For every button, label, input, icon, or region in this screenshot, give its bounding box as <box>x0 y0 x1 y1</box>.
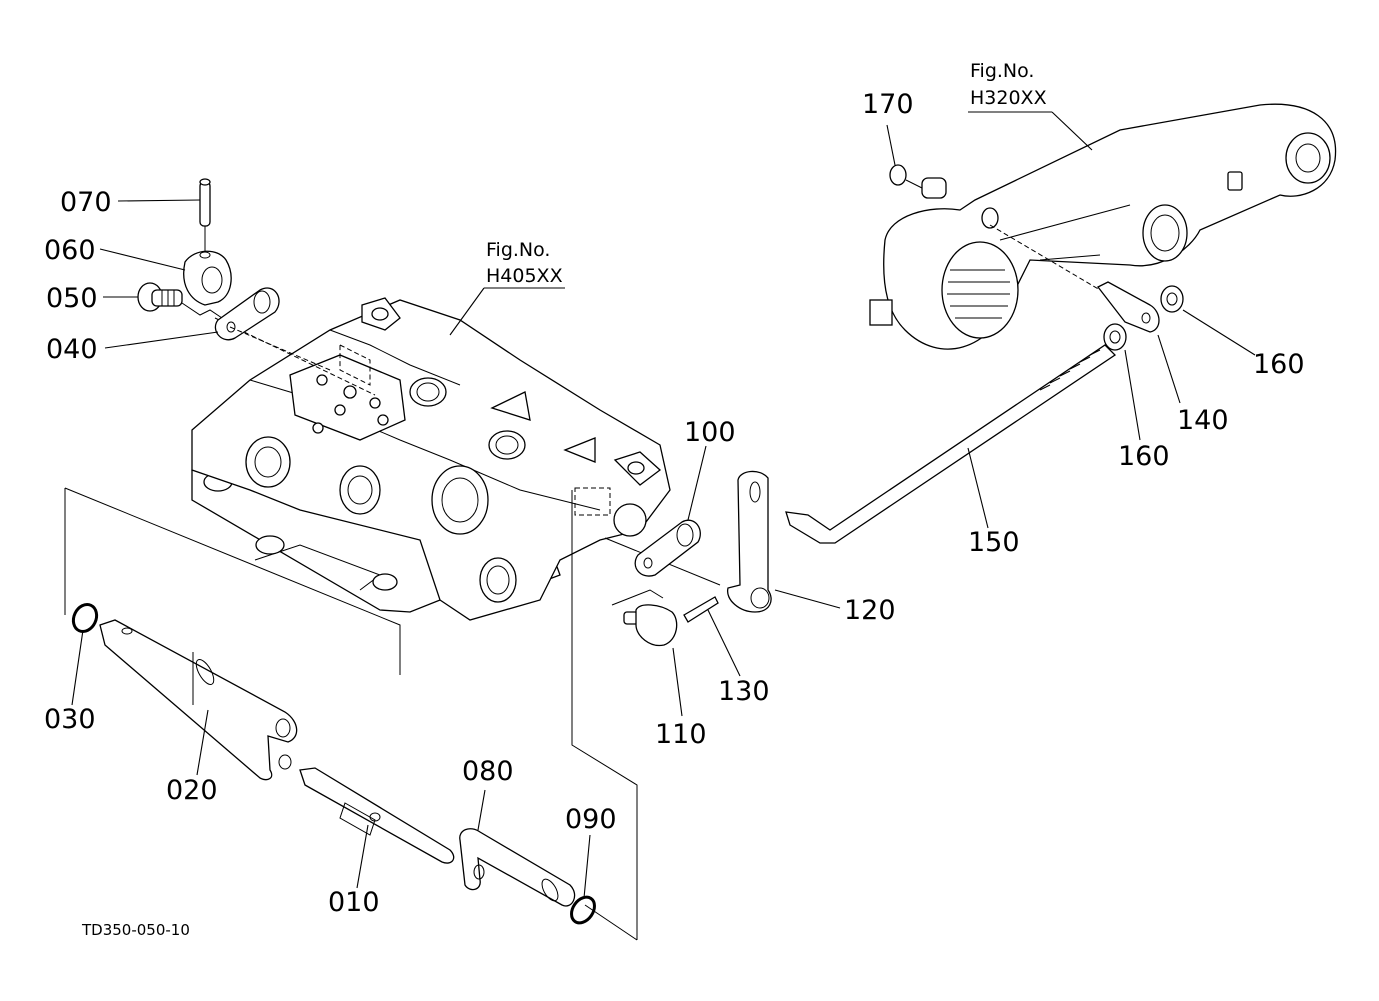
part-160-nut-upper <box>1160 285 1184 313</box>
part-150-rod <box>785 344 1117 544</box>
fig-ref-liftarm-line1: Fig.No. <box>970 60 1034 82</box>
part-060-collar <box>183 250 232 306</box>
callout-120: 120 <box>844 595 896 626</box>
valve-body <box>191 297 671 621</box>
fig-ref-valve-line1: Fig.No. <box>486 239 550 261</box>
callout-110: 110 <box>655 719 707 750</box>
callout-170: 170 <box>862 89 914 120</box>
callout-160-upper: 160 <box>1253 349 1305 380</box>
part-070-pin <box>199 178 211 252</box>
callout-080: 080 <box>462 756 514 787</box>
part-100-plate <box>634 519 701 577</box>
callout-060: 060 <box>44 235 96 266</box>
callout-050: 050 <box>46 283 98 314</box>
part-140-rod-end <box>1097 281 1160 333</box>
part-090-oring <box>570 895 596 925</box>
callout-040: 040 <box>46 334 98 365</box>
drawing-code: TD350-050-10 <box>81 921 190 939</box>
part-170-snap-ring <box>889 164 947 199</box>
lift-arm <box>869 103 1337 350</box>
part-010-spool <box>299 767 455 864</box>
part-110-bolt <box>623 604 678 647</box>
part-120-lever <box>727 470 772 613</box>
callout-160-lower: 160 <box>1118 441 1170 472</box>
part-160-nut-lower <box>1103 323 1127 351</box>
callout-090: 090 <box>565 804 617 835</box>
callout-150: 150 <box>968 527 1020 558</box>
callout-030: 030 <box>44 704 96 735</box>
part-130-spring-pin <box>683 596 719 623</box>
part-080-lever-shaft <box>459 828 576 907</box>
callout-140: 140 <box>1177 405 1229 436</box>
leader-lines <box>71 111 1256 899</box>
part-030-oring <box>71 602 99 634</box>
assembly-line-right <box>571 490 638 940</box>
callout-070: 070 <box>60 187 112 218</box>
callout-100: 100 <box>684 417 736 448</box>
callout-020: 020 <box>166 775 218 806</box>
part-040-plate <box>214 287 331 371</box>
part-050-bolt <box>137 282 223 319</box>
callout-130: 130 <box>718 676 770 707</box>
callout-010: 010 <box>328 887 380 918</box>
assembly-line-left <box>64 487 401 675</box>
assembly-line-bolt110 <box>611 589 664 606</box>
fig-ref-valve-line2: H405XX <box>486 265 563 287</box>
part-020-lever-shaft <box>99 619 298 781</box>
fig-ref-liftarm-line2: H320XX <box>970 87 1047 109</box>
